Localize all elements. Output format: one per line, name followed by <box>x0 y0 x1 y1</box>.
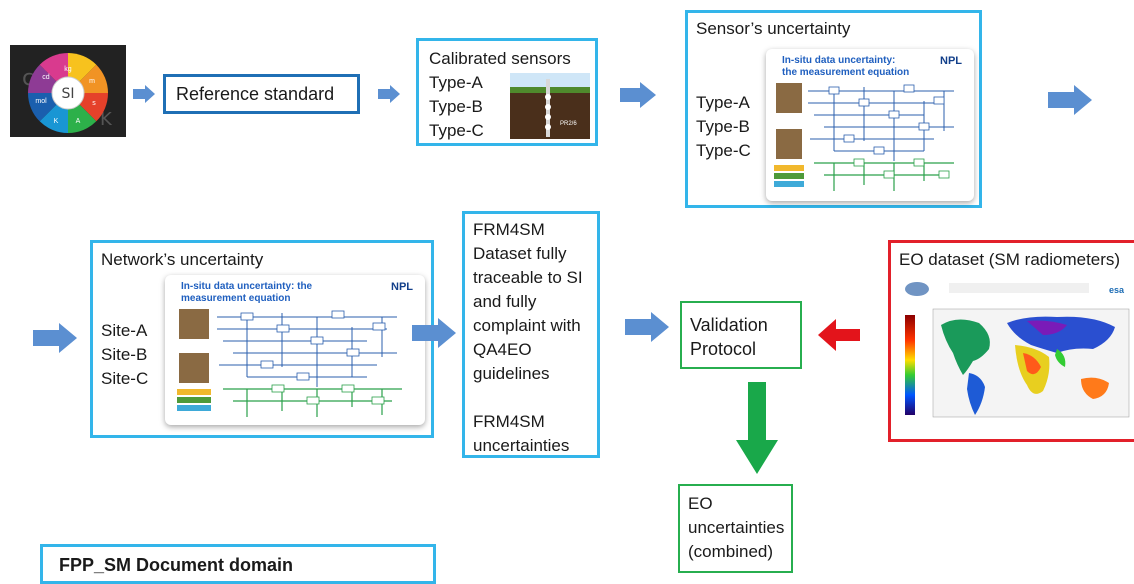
slide-title: In-situ data uncertainty: the measuremen… <box>782 55 910 78</box>
svg-text:PR2/6: PR2/6 <box>560 121 577 127</box>
frm4sm-box: FRM4SM Dataset fully traceable to SI and… <box>462 211 600 458</box>
soil-sensor-photo: PR2/6 <box>510 73 590 139</box>
svg-text:K: K <box>54 118 59 125</box>
slide-title: In-situ data uncertainty: the measuremen… <box>181 281 313 304</box>
document-domain-box: FPP_SM Document domain <box>40 544 436 584</box>
svg-text:cd: cd <box>42 74 50 81</box>
calibrated-sensors-box: Calibrated sensors Type-A Type-B Type-C … <box>416 38 598 146</box>
flow-arrow <box>412 318 456 348</box>
eo-uncertainties-line: uncertainties <box>688 518 785 537</box>
npl-logo: NPL <box>940 55 962 67</box>
svg-text:kg: kg <box>64 66 72 73</box>
frm4sm-line: FRM4SM <box>473 220 545 239</box>
eo-dataset-box: EO dataset (SM radiometers) esa <box>888 240 1134 442</box>
sensor-type-label: Type-C <box>429 121 484 140</box>
network-site-label: Site-B <box>101 345 148 364</box>
flow-arrow <box>133 85 155 103</box>
sensor-type-label: Type-B <box>429 97 483 116</box>
network-uncertainty-box: Network’s uncertainty Site-A Site-B Site… <box>90 240 434 438</box>
flow-arrow <box>620 82 656 108</box>
frm4sm-line: FRM4SM <box>473 412 545 431</box>
frm4sm-line: and fully <box>473 292 537 311</box>
sensor-type-label: Type-C <box>696 141 751 160</box>
validation-line: Protocol <box>690 339 757 359</box>
frm4sm-line: complaint with <box>473 316 581 335</box>
measurement-equation-slide: In-situ data uncertainty: the measuremen… <box>766 49 974 201</box>
eo-dataset-title: EO dataset (SM radiometers) <box>899 250 1121 269</box>
input-arrow <box>818 319 860 351</box>
si-logo: cd K kg m s A K mol cd SI <box>10 45 126 137</box>
svg-text:mol: mol <box>35 98 47 105</box>
reference-standard-box: Reference standard <box>163 74 360 114</box>
sensor-uncertainty-title: Sensor’s uncertainty <box>696 19 851 38</box>
measurement-equation-diagram <box>177 309 402 417</box>
svg-text:m: m <box>89 78 95 85</box>
si-logo-label: SI <box>61 86 74 102</box>
sensor-uncertainty-box: Sensor’s uncertainty Type-A Type-B Type-… <box>685 10 982 208</box>
frm4sm-line: guidelines <box>473 364 550 383</box>
si-wheel-icon: cd K kg m s A K mol cd SI <box>10 45 126 137</box>
frm4sm-line: traceable to SI <box>473 268 583 287</box>
frm4sm-line: QA4EO <box>473 340 532 359</box>
soil-moisture-map: esa <box>897 275 1134 437</box>
svg-text:s: s <box>92 100 96 107</box>
sensor-type-label: Type-B <box>696 117 750 136</box>
sensor-type-label: Type-A <box>696 93 750 112</box>
network-uncertainty-title: Network’s uncertainty <box>101 250 264 269</box>
frm4sm-line: Dataset fully <box>473 244 567 263</box>
reference-standard-label: Reference standard <box>176 84 335 104</box>
measurement-equation-diagram <box>774 83 954 191</box>
svg-text:K: K <box>100 109 113 130</box>
eo-uncertainties-box: EO uncertainties (combined) <box>678 484 793 573</box>
eo-uncertainties-line: (combined) <box>688 542 774 561</box>
sensor-type-label: Type-A <box>429 73 483 92</box>
flow-arrow <box>625 312 669 342</box>
output-arrow <box>736 382 778 474</box>
svg-text:A: A <box>76 118 81 125</box>
measurement-equation-slide: In-situ data uncertainty: the measuremen… <box>165 275 425 425</box>
frm4sm-line: uncertainties <box>473 436 570 455</box>
calibrated-sensors-title: Calibrated sensors <box>429 49 571 68</box>
frm4sm-line <box>473 386 583 410</box>
document-domain-label: FPP_SM Document domain <box>59 555 294 575</box>
npl-logo: NPL <box>391 281 413 293</box>
network-site-label: Site-A <box>101 321 148 340</box>
validation-protocol-box: Validation Protocol <box>680 301 802 369</box>
flow-arrow <box>378 85 400 103</box>
flow-arrow <box>1048 85 1092 115</box>
network-site-label: Site-C <box>101 369 149 388</box>
flow-arrow <box>33 323 77 353</box>
validation-line: Validation <box>690 315 768 335</box>
eo-uncertainties-line: EO <box>688 494 713 513</box>
esa-logo: esa <box>1109 285 1125 295</box>
